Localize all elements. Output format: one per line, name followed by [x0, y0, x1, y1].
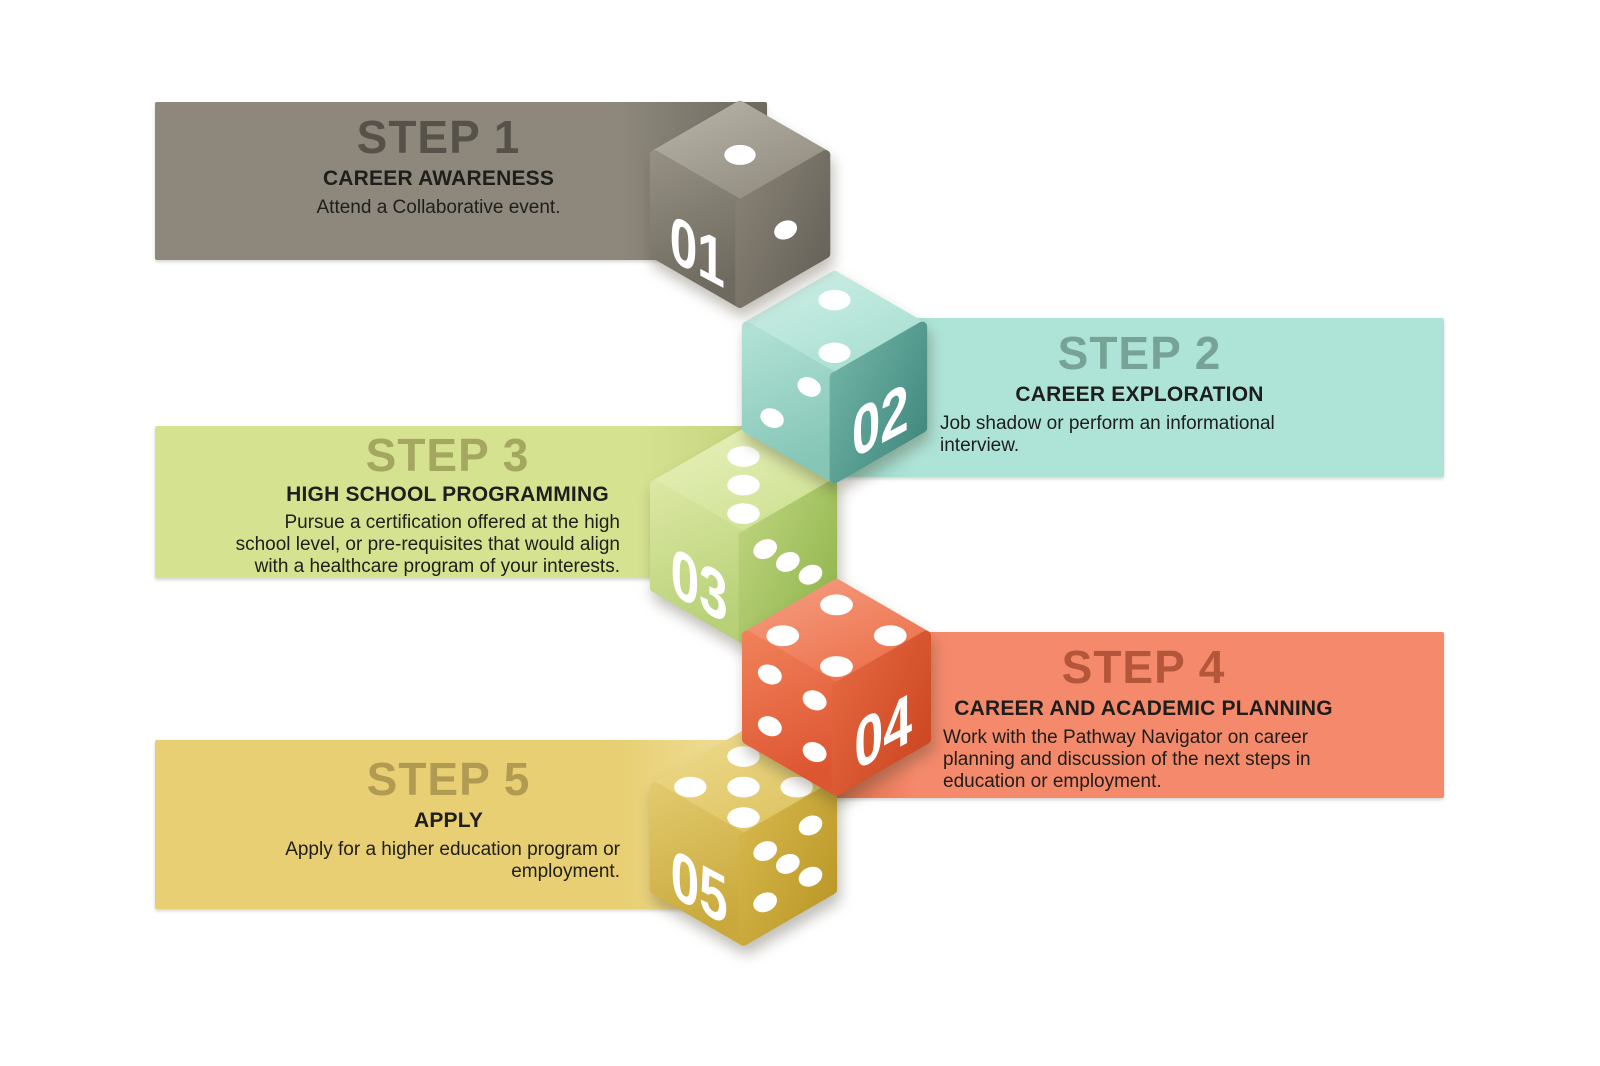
- step-5-text-block: STEP 5 APPLY Apply for a higher educatio…: [155, 740, 767, 909]
- step-3-subtitle: HIGH SCHOOL PROGRAMMING: [286, 482, 609, 506]
- step-4-title: STEP 4: [1061, 641, 1226, 693]
- step-1-title: STEP 1: [356, 111, 521, 163]
- step-4-description: Work with the Pathway Navigator on caree…: [943, 727, 1311, 793]
- step-2-title: STEP 2: [1057, 327, 1222, 379]
- die-03-icon: 03: [645, 424, 842, 651]
- step-3-description: Pursue a certification offered at the hi…: [235, 512, 620, 578]
- die-01-icon: 01: [645, 96, 835, 315]
- step-5-title: STEP 5: [366, 753, 531, 805]
- step-4-subtitle: CAREER AND ACADEMIC PLANNING: [954, 696, 1333, 720]
- step-3-text-block: STEP 3 HIGH SCHOOL PROGRAMMING Pursue a …: [155, 426, 792, 578]
- step-2-subtitle: CAREER EXPLORATION: [1015, 382, 1264, 406]
- step-2-text-block: STEP 2 CAREER EXPLORATION Job shadow or …: [822, 318, 1444, 477]
- step-5-description: Apply for a higher education program or …: [285, 839, 620, 883]
- die-04-icon: 04: [737, 574, 936, 803]
- step-1-text-block: STEP 1 CAREER AWARENESS Attend a Collabo…: [155, 102, 767, 260]
- step-2-description: Job shadow or perform an informational i…: [940, 413, 1275, 457]
- die-02-icon: 02: [737, 266, 932, 490]
- step-1-subtitle: CAREER AWARENESS: [322, 166, 555, 190]
- step-1-description: Attend a Collaborative event.: [316, 197, 561, 219]
- step-4-text-block: STEP 4 CAREER AND ACADEMIC PLANNING Work…: [822, 632, 1444, 798]
- die-05-icon: 05: [645, 726, 842, 953]
- step-3-title: STEP 3: [365, 429, 530, 481]
- step-5-subtitle: APPLY: [413, 808, 484, 832]
